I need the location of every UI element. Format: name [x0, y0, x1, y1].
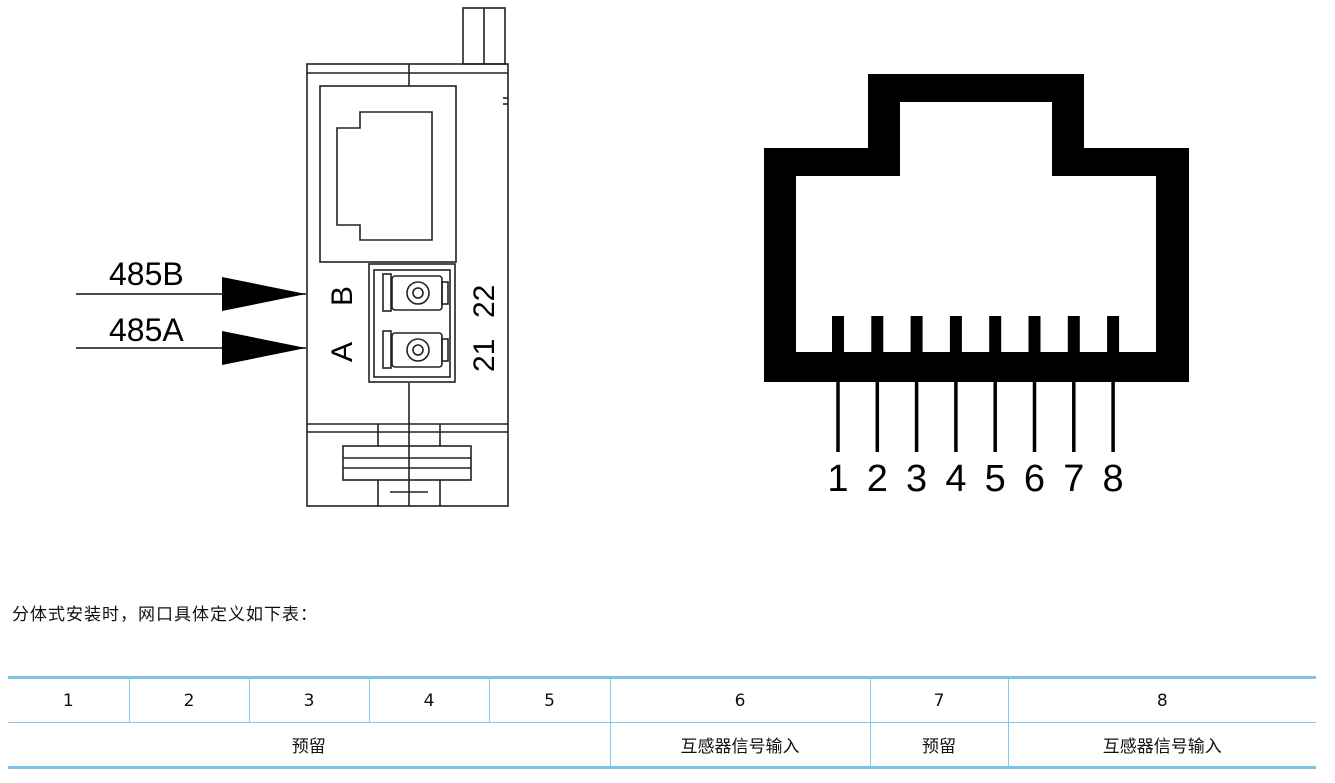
rj45-pin-number: 2 [867, 458, 888, 500]
table-header-cell: 4 [368, 676, 489, 723]
screw-a [406, 338, 430, 362]
arrow-485b-icon [222, 277, 306, 311]
rj45-pin-contact [989, 316, 1002, 354]
rj45-pin-contact [832, 316, 844, 354]
pin-definition-table: 1 2 3 4 5 6 7 8 预留 互感器信号输入 预留 互感器信号输入 [8, 676, 1316, 769]
rj45-pin-contact [949, 316, 962, 354]
device-latch [342, 445, 472, 481]
screw-b [406, 281, 430, 305]
rj45-pin-contact [910, 316, 923, 354]
rj45-pin-number: 1 [827, 458, 848, 500]
caption: 分体式安装时，网口具体定义如下表： [12, 605, 318, 625]
table-header-cell: 3 [248, 676, 369, 723]
rj45-pin-number: 6 [1024, 458, 1045, 500]
table-cell-reserved: 预留 [869, 722, 1008, 769]
device-rj45-port [336, 111, 433, 241]
wire-a-label: 485A [109, 312, 184, 348]
arrow-485a-icon [222, 331, 306, 365]
table-cell-ct-input: 互感器信号输入 [1007, 722, 1316, 769]
rj45-pin-contact [1028, 316, 1041, 354]
table-header-cell: 1 [8, 676, 129, 723]
rj45-pin-number: 8 [1103, 458, 1124, 500]
device-terminal-block [368, 263, 456, 383]
rj45-pin-number: 3 [906, 458, 927, 500]
device-rj45-window [319, 85, 457, 263]
terminal-b-label: B [326, 286, 359, 306]
rj45-pin-contact [1067, 316, 1080, 354]
rj45-pin-number: 7 [1063, 458, 1084, 500]
rj45-pin-number: 4 [945, 458, 966, 500]
device-drawing: 485B 485A B A 22 21 [76, 7, 509, 507]
device-housing [306, 63, 509, 507]
terminal-a-label: A [326, 342, 359, 362]
table-row: 预留 互感器信号输入 预留 互感器信号输入 [8, 722, 1316, 769]
table-header-cell: 8 [1007, 676, 1316, 723]
table-header-cell: 2 [128, 676, 249, 723]
terminal-b-number: 22 [468, 285, 501, 318]
table-header-row: 1 2 3 4 5 6 7 8 [8, 676, 1316, 723]
rj45-pin-contact [1107, 316, 1120, 354]
rj45-pin-number: 5 [985, 458, 1006, 500]
wire-b-label: 485B [109, 256, 184, 292]
table-header-cell: 6 [609, 676, 870, 723]
table-header-cell: 7 [869, 676, 1008, 723]
table-cell-reserved: 预留 [8, 722, 610, 769]
table-header-cell: 5 [488, 676, 610, 723]
rj45-outline [764, 74, 1189, 382]
rj45-pin-contact [871, 316, 884, 354]
terminal-a-number: 21 [468, 339, 501, 372]
table-cell-ct-input: 互感器信号输入 [609, 722, 870, 769]
